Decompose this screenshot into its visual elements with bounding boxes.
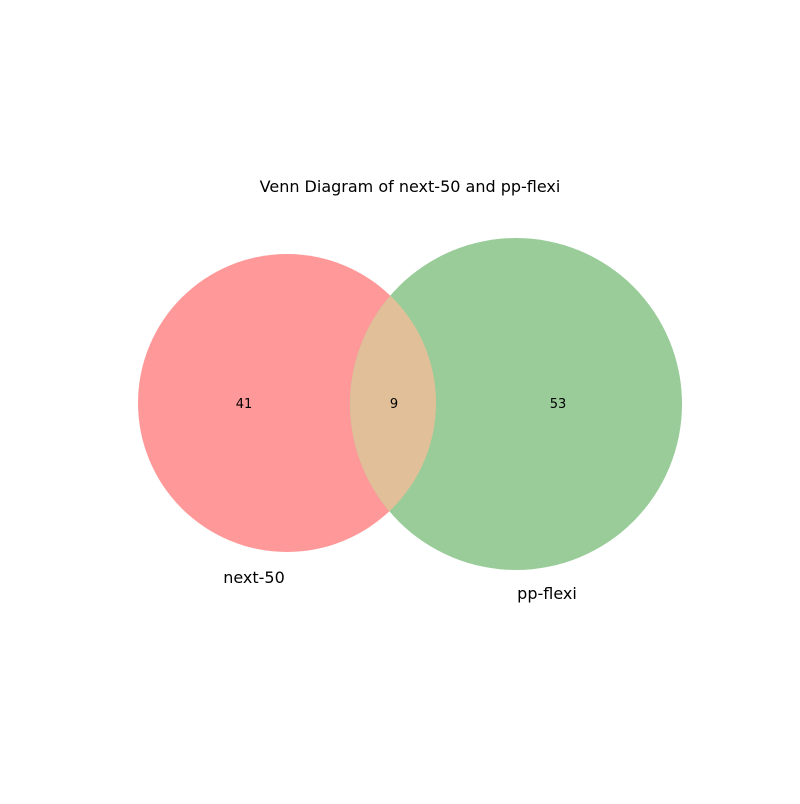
set-label-pp-flexi: pp-flexi (517, 584, 577, 603)
count-pp-flexi-only: 53 (550, 397, 567, 412)
count-intersection: 9 (390, 397, 398, 412)
set-circle-pp-flexi (350, 238, 682, 570)
set-label-next-50: next-50 (223, 568, 285, 587)
venn-title: Venn Diagram of next-50 and pp-flexi (260, 177, 561, 196)
set-circle-next-50 (138, 254, 436, 552)
count-next-50-only: 41 (236, 397, 253, 412)
